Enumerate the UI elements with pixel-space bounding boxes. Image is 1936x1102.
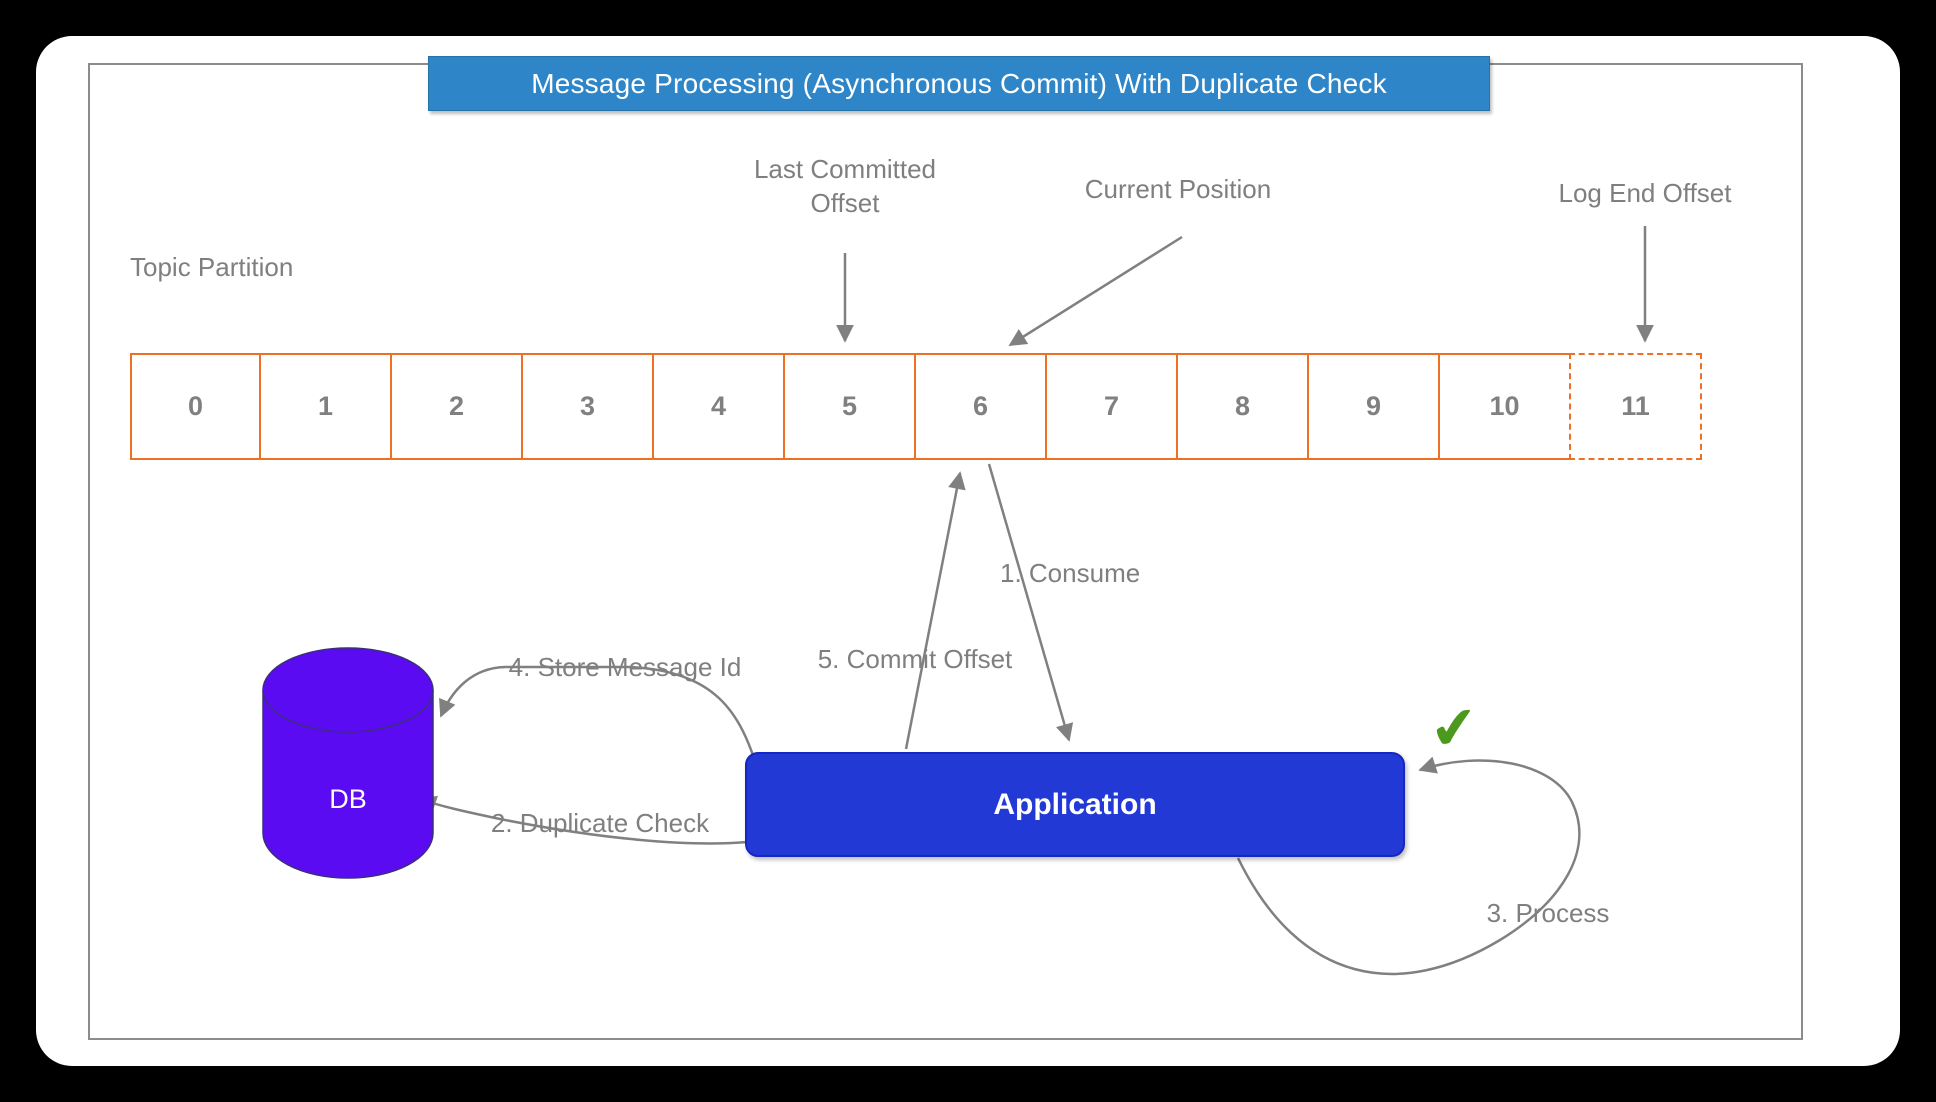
partition-cell-5: 5 bbox=[783, 353, 916, 460]
db-cylinder-top bbox=[262, 647, 434, 733]
process-label: 3. Process bbox=[1486, 898, 1610, 928]
duplicate-check-arrow bbox=[418, 795, 748, 845]
process-loop-arrow bbox=[1236, 756, 1581, 976]
store-message-id-arrow bbox=[439, 665, 759, 768]
current-position-label: Current Position bbox=[1084, 174, 1272, 204]
partition-cell-10: 10 bbox=[1438, 353, 1571, 460]
duplicate-check-label: 2. Duplicate Check bbox=[490, 808, 710, 838]
last-committed-offset-label: Last Committed Offset bbox=[753, 154, 937, 218]
db-cylinder-body bbox=[262, 690, 434, 879]
title-bar: Message Processing (Asynchronous Commit)… bbox=[428, 56, 1490, 111]
current-position-arrow bbox=[1008, 235, 1183, 347]
partition-cell-8: 8 bbox=[1176, 353, 1309, 460]
db-label: DB bbox=[329, 784, 367, 814]
partition-cell-0: 0 bbox=[130, 353, 261, 460]
partition-cell-11: 11 bbox=[1569, 353, 1702, 460]
partition-cell-9: 9 bbox=[1307, 353, 1440, 460]
log-end-offset-label: Log End Offset bbox=[1558, 178, 1732, 208]
title-text: Message Processing (Asynchronous Commit)… bbox=[531, 67, 1387, 99]
topic-partition-label: Topic Partition bbox=[130, 252, 294, 282]
commit-offset-label: 5. Commit Offset bbox=[817, 644, 1013, 674]
check-icon: ✔ bbox=[1426, 693, 1482, 764]
partition-cell-1: 1 bbox=[259, 353, 392, 460]
partition-row: 0 1 2 3 4 5 6 7 8 9 10 11 bbox=[130, 353, 1702, 460]
commit-offset-arrow bbox=[904, 471, 966, 750]
partition-cell-3: 3 bbox=[521, 353, 654, 460]
partition-cell-2: 2 bbox=[390, 353, 523, 460]
consume-arrow bbox=[987, 463, 1074, 742]
partition-cell-7: 7 bbox=[1045, 353, 1178, 460]
partition-cell-4: 4 bbox=[652, 353, 785, 460]
store-message-id-label: 4. Store Message Id bbox=[508, 652, 742, 682]
application-box: Application bbox=[745, 752, 1405, 857]
consume-label: 1. Consume bbox=[1000, 558, 1141, 588]
application-label: Application bbox=[993, 787, 1157, 821]
partition-cell-6: 6 bbox=[914, 353, 1047, 460]
